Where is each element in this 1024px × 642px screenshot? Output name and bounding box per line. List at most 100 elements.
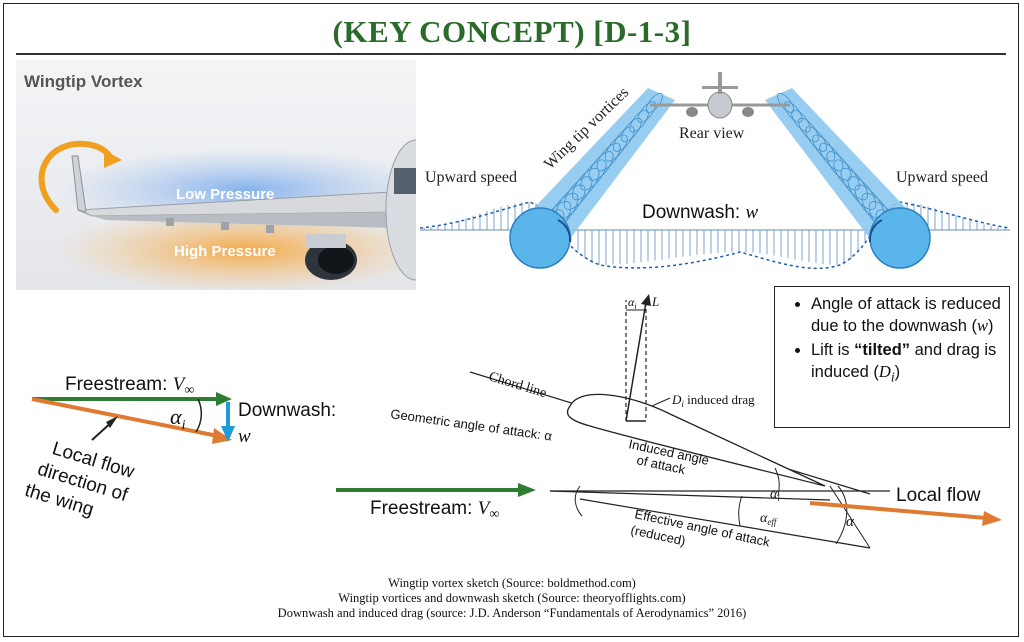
freestream-label: Freestream: [65,374,173,395]
note2-close: ) [894,363,901,381]
downwash-label: Downwash: [642,202,746,223]
right-vortex-tube [765,88,931,269]
vortex-ring [791,109,811,133]
effective-aoa-arc [738,495,743,527]
source-line: Wingtip vortices and downwash sketch (So… [338,591,686,605]
vortex-ring [819,142,844,172]
vortex-ring [847,176,877,210]
svg-text:Freestream: V∞: Freestream: V∞ [370,498,499,522]
alpha-arc-right [835,485,848,545]
airfoil-local-flow-arrow [809,501,987,520]
svg-text:αi: αi [170,404,186,433]
wingtip-vortex-photo: Wingtip Vortex Low Pressure High Pressur… [16,60,416,290]
local-flow-arrow [31,397,219,438]
alpha-i-top: α [628,295,635,309]
upward-speed-left: Upward speed [425,169,517,186]
note2-symbol: D [878,362,891,381]
geometric-aoa-label: Geometric angle of attack: α [390,406,554,444]
svg-text:αi: αi [770,487,780,503]
alpha-i-mid: α [770,487,778,502]
slide-title: (KEY CONCEPT) [D-1-3] [332,14,692,49]
upward-speed-right: Upward speed [896,169,988,186]
alpha-i-mid-sub: i [777,493,780,503]
key-notes-list: Angle of attack is reduced due to the do… [775,287,1009,388]
vortex-ring [812,134,836,162]
alpha-i-top-sub: i [634,302,636,311]
vortex-ring [805,126,827,152]
note1-text: Angle of attack is reduced due to the do… [811,295,1001,335]
alpha-right: α [846,514,855,530]
svg-text:Freestream: V∞: Freestream: V∞ [65,374,194,398]
slide-frame [3,3,1019,637]
vortex-ring [629,109,649,133]
geometric-aoa-arc [574,485,583,517]
alpha-eff: α [760,511,768,526]
drag-pointer [651,397,671,407]
low-pressure-label: Low Pressure [176,186,275,203]
right-rotation-arrow [868,219,883,243]
svg-text:Di induced drag: Di induced drag [671,392,755,409]
vortex-ring [637,101,656,123]
airfoil-freestream-symbol: V [478,498,492,519]
source-line: Wingtip vortex sketch (Source: boldmetho… [388,576,636,590]
note2-text-b: and drag is induced ( [811,341,997,381]
wingtip-vortex-illustration [16,60,416,290]
vortex-ring [563,176,593,210]
vortex-ring [588,151,614,181]
photo-title: Wingtip Vortex [24,72,143,91]
velocity-triangle: Freestream: V∞ αi Downwash: w Local flow… [22,374,336,521]
svg-text:αeff: αeff [760,511,778,527]
left-vortex-tube [509,88,675,269]
freestream-symbol: V [173,374,187,395]
downwash-triangle-label: Downwash: [238,400,336,421]
induced-drag-label: induced drag [687,392,755,407]
downwash-symbol: w [746,202,759,223]
downwash-triangle-symbol: w [238,426,251,447]
key-notes-box: Angle of attack is reduced due to the do… [774,286,1010,428]
vortex-ring [798,117,819,143]
local-flow-arrowhead [212,428,232,444]
vortex-ring [833,159,860,191]
vortex-ring [596,142,621,172]
airfoil-freestream-sub: ∞ [489,507,499,522]
note2-text: Lift is [811,341,855,359]
alpha-i-symbol: α [170,404,182,429]
note-item: Angle of attack is reduced due to the do… [811,293,1001,337]
local-flow-label: Local flow [896,485,981,506]
drag-symbol: D [671,392,682,407]
source-line: Downwash and induced drag (source: J.D. … [277,606,747,620]
airfoil-freestream-label: Freestream: [370,498,478,519]
local-flow-line [549,490,831,501]
effective-aoa-line [829,485,871,549]
effective-aoa-ref-line [579,498,871,549]
vortex-ring [621,117,642,143]
airfoil-diagram: Chord line Di induced drag L αi Geometri… [336,294,1002,550]
vortex-ring [613,126,635,152]
airfoil-shape [566,393,826,487]
vortex-ring [580,159,607,191]
freestream-arrowhead [216,392,232,406]
vortex-ring [826,151,852,181]
downwash-arrowhead [221,426,235,442]
sources-block: Wingtip vortex sketch (Source: boldmetho… [0,576,1024,621]
induced-aoa-arc [774,467,780,497]
note1-close: ) [988,317,994,335]
note2-sub: i [890,369,895,385]
drag-sub: i [681,399,684,409]
rear-view-label: Rear view [679,125,745,142]
alpha-eff-sub: eff [767,517,777,527]
lift-symbol: L [651,294,659,309]
rear-view-diagram: Upward speed Upward speed Wing tip vorti… [420,72,1011,270]
freestream-sub: ∞ [184,383,194,398]
svg-text:Downwash: w: Downwash: w [642,202,759,223]
svg-text:αi: αi [628,295,637,311]
title-divider [16,53,1006,55]
airplane-rear-icon [650,72,790,119]
chord-line-label: Chord line [487,369,548,401]
alpha-i-arc [195,398,203,433]
left-rotation-arrow [557,219,572,243]
tilted-lift-vector [625,301,647,422]
vortex-ring [604,134,628,162]
vortex-ring [784,101,803,123]
note-item: Lift is “tilted” and drag is induced (Di… [811,339,1001,388]
